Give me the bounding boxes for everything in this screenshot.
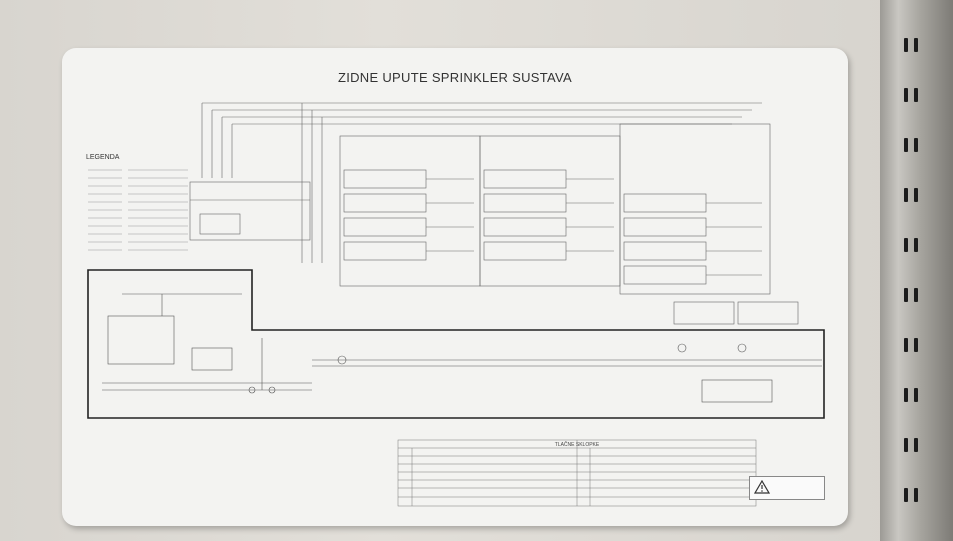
rail-slot xyxy=(904,88,908,102)
rail-slot xyxy=(904,238,908,252)
rail-slot xyxy=(904,488,908,502)
sprinkler-schematic xyxy=(87,102,825,507)
rail-slot xyxy=(904,438,908,452)
rail-slot xyxy=(914,438,918,452)
pressure-switch-table-title: TLAČNE SKLOPKE xyxy=(554,442,600,448)
rail-slot xyxy=(904,338,908,352)
rail-slot xyxy=(904,288,908,302)
rail-slot xyxy=(914,338,918,352)
rail-slot xyxy=(904,388,908,402)
rail-slot xyxy=(914,88,918,102)
rail-slot xyxy=(904,38,908,52)
rail-slot xyxy=(904,188,908,202)
legend-title: LEGENDA xyxy=(86,154,120,161)
rail-slot xyxy=(914,188,918,202)
rail-slot xyxy=(914,38,918,52)
warning-triangle-icon xyxy=(754,480,770,494)
metal-rail xyxy=(880,0,953,541)
warning-label-box xyxy=(749,476,825,500)
poster-title: ZIDNE UPUTE SPRINKLER SUSTAVA xyxy=(337,70,573,85)
rail-slot xyxy=(914,288,918,302)
sprinkler-instruction-poster: ZIDNE UPUTE SPRINKLER SUSTAVA xyxy=(62,48,848,526)
rail-slot xyxy=(914,138,918,152)
rail-slot xyxy=(914,488,918,502)
rail-slot xyxy=(914,388,918,402)
rail-slot xyxy=(904,138,908,152)
rail-slot xyxy=(914,238,918,252)
